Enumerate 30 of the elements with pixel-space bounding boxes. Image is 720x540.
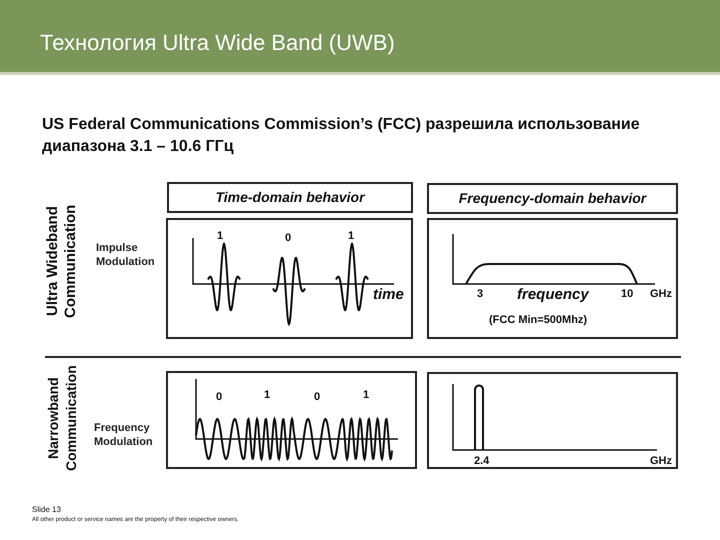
plot-panel	[427, 218, 678, 339]
tick-label: 3	[477, 288, 484, 300]
column-header	[427, 183, 678, 214]
column-header	[167, 182, 413, 213]
bit-label: 0	[314, 391, 320, 403]
plot-panel	[166, 371, 417, 469]
slide-number: Slide 13	[32, 505, 61, 514]
bit-label: 0	[285, 232, 292, 244]
row-label: Narrowband Communication	[44, 364, 80, 472]
bit-label: 1	[363, 389, 370, 401]
row-sublabel: Frequency Modulation	[94, 421, 154, 449]
header-text: Frequency-domain behavior	[458, 190, 648, 206]
tick-label: 2.4	[474, 455, 490, 467]
subtitle: US Federal Communications Commission’s (FCC) разрешила использование диапазона 3.1 – 10.6 ГГц	[42, 115, 641, 157]
unit-label: GHz	[650, 288, 672, 300]
bit-label: 1	[264, 389, 270, 401]
header-text: Time-domain behavior	[214, 189, 366, 205]
axis-label: time	[373, 286, 404, 303]
axis-label: frequency	[517, 286, 589, 303]
row-sublabel: Impulse Modulation	[96, 241, 156, 269]
slide-title: Технология Ultra Wide Band (UWB)	[40, 30, 395, 56]
bit-label: 1	[348, 230, 354, 242]
plot-panel	[427, 372, 678, 469]
row-label: Ultra Wideband Communication	[44, 203, 80, 320]
bit-label: 1	[217, 230, 224, 242]
bit-label: 0	[216, 391, 222, 403]
unit-label: GHz	[650, 455, 672, 467]
plot-panel	[166, 218, 413, 339]
note: (FCC Min=500Mhz)	[489, 314, 588, 326]
tick-label: 10	[621, 288, 634, 300]
